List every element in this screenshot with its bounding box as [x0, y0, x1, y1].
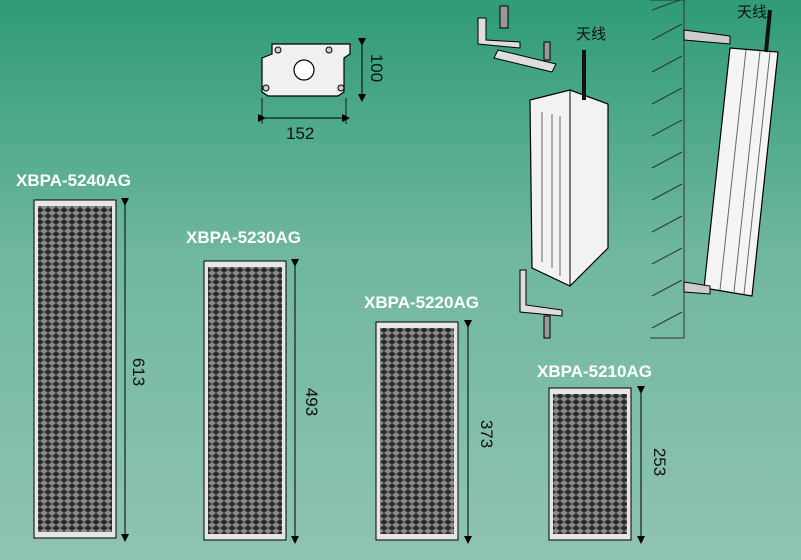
height-dimension: 373 — [477, 419, 497, 449]
bracket-width-dimension: 152 — [286, 124, 315, 143]
height-dimension: 493 — [302, 387, 322, 417]
bracket-depth-dimension: 100 — [367, 53, 387, 83]
speaker-3d-view — [477, 5, 609, 339]
wall-mount-view — [650, 0, 779, 339]
height-dimension: 613 — [129, 357, 149, 387]
model-label: XBPA-5220AG — [364, 293, 479, 312]
speaker-5240 — [33, 198, 129, 542]
speaker-5220 — [375, 320, 472, 544]
model-label: XBPA-5210AG — [537, 362, 652, 381]
speaker-5230 — [203, 259, 299, 544]
speaker-5210 — [548, 386, 645, 544]
model-label: XBPA-5230AG — [186, 228, 301, 247]
antenna-label: 天线 — [576, 25, 607, 43]
height-dimension: 253 — [650, 447, 670, 477]
antenna-label: 天线 — [737, 3, 768, 21]
bracket-drawing — [258, 38, 366, 124]
model-label: XBPA-5240AG — [16, 171, 131, 190]
